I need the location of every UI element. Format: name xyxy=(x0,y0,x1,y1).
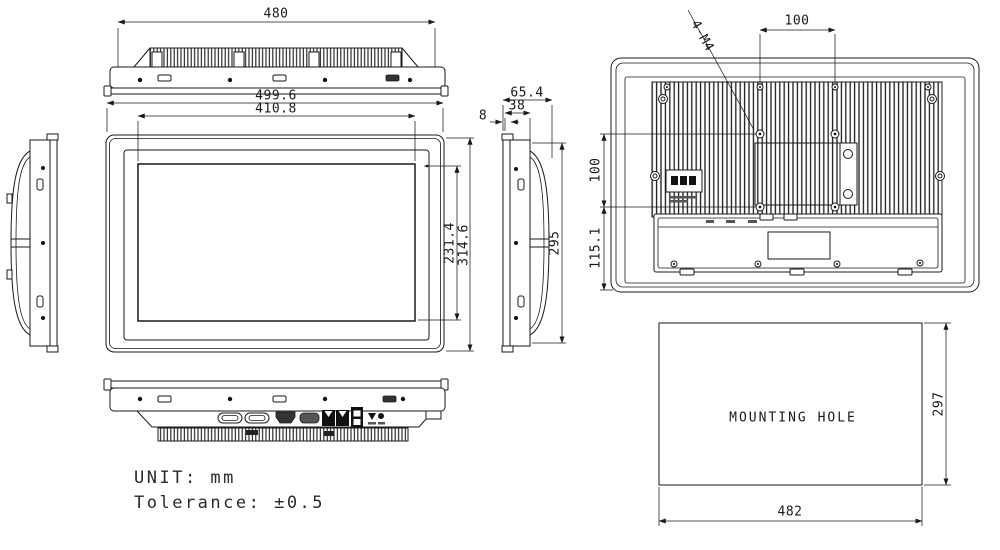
dim-side-height: 295 xyxy=(547,230,563,256)
left-side-view xyxy=(6,133,59,353)
dim-side-bezel-thickness: 8 xyxy=(478,108,488,124)
lan-port-icon xyxy=(322,410,335,426)
dim-mounting-height: 297 xyxy=(931,391,947,417)
dim-front-display-width: 410.8 xyxy=(255,101,297,117)
dim-top-width: 480 xyxy=(263,6,289,22)
vga-port-icon xyxy=(217,412,243,424)
right-chassis-body xyxy=(509,139,531,347)
right-rear-cover xyxy=(529,150,550,336)
com-port-icon xyxy=(244,412,270,424)
left-chassis-body xyxy=(29,139,51,347)
mounting-hole-rect xyxy=(658,322,923,486)
dim-vesa-height: 100 xyxy=(588,157,604,183)
mounting-hole-label: MOUNTING HOLE xyxy=(729,410,857,426)
note-tolerance: Tolerance: ±0.5 xyxy=(134,493,326,513)
thread-leader-line xyxy=(687,9,755,131)
serial-port-icon xyxy=(299,412,320,424)
left-front-bezel xyxy=(49,134,58,352)
front-glass-edge xyxy=(123,149,430,341)
rear-dimensions xyxy=(600,9,836,291)
rear-corner-screws xyxy=(650,94,945,181)
dim-mounting-width: 482 xyxy=(777,504,803,520)
dim-rear-lower-offset: 115.1 xyxy=(588,227,604,269)
lan-port-icon xyxy=(336,410,349,426)
rear-vesa-mount xyxy=(754,129,858,212)
front-display-area xyxy=(137,163,416,322)
top-view xyxy=(103,19,449,97)
dim-front-outer-width: 499.6 xyxy=(255,88,297,104)
left-rear-cover xyxy=(10,150,31,336)
rear-io-panel xyxy=(653,213,943,276)
rear-outer-frame xyxy=(610,57,980,293)
dc-jack-icon xyxy=(378,413,384,419)
front-outer-bezel xyxy=(105,134,445,353)
dim-vesa-width: 100 xyxy=(784,13,810,29)
rear-view xyxy=(600,9,980,293)
right-side-view xyxy=(490,97,566,353)
bottom-io-shelf xyxy=(136,410,442,428)
mounting-hole-view xyxy=(658,322,951,526)
note-unit: UNIT: mm xyxy=(134,468,236,488)
rear-panel-cutout xyxy=(767,231,831,260)
bottom-heatsink-fins xyxy=(157,427,409,442)
hdmi-port-icon xyxy=(275,411,296,424)
front-view xyxy=(105,100,474,353)
bottom-io-connectors xyxy=(217,407,385,428)
dim-side-total-depth: 65.4 xyxy=(510,85,544,101)
bottom-view xyxy=(103,378,449,442)
right-front-bezel xyxy=(502,134,511,352)
power-switch-icon xyxy=(368,413,376,420)
top-heatsink-fins xyxy=(149,47,403,68)
rear-heatsink-fins xyxy=(651,81,943,218)
rear-label-sticker xyxy=(665,169,703,203)
dim-front-display-height: 231.4 xyxy=(442,222,458,264)
dim-side-chassis-depth: 38 xyxy=(508,98,526,114)
dim-front-outer-height: 314.6 xyxy=(456,224,472,266)
